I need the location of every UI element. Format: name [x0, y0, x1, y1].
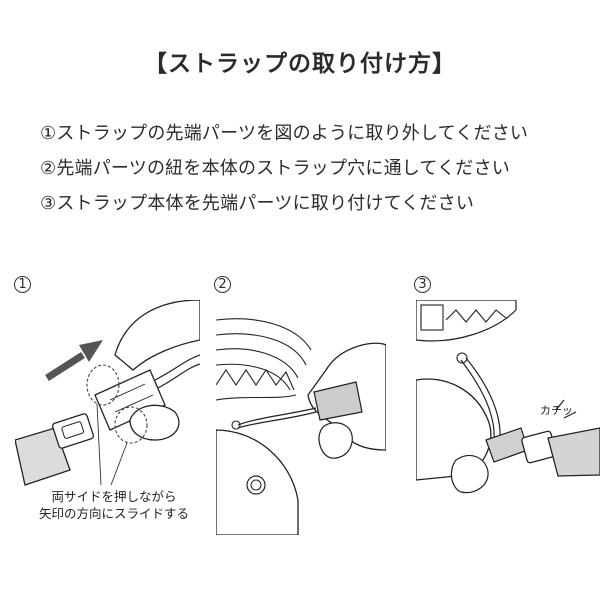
slide-arrow-icon	[45, 340, 103, 381]
finger-top	[114, 300, 200, 371]
figure-1-note-line-1: 両サイドを押しながら	[51, 489, 177, 504]
cord	[237, 407, 317, 426]
click-sound-label: カチッ	[540, 404, 573, 417]
figure-number-1: 1	[14, 276, 31, 293]
figure-1-illustration	[15, 300, 200, 535]
click-mark-icon	[555, 399, 577, 419]
finger-bottom	[129, 404, 180, 441]
page-title: 【ストラップの取り付け方】	[144, 51, 456, 77]
tip-part	[313, 381, 363, 421]
strap-body	[547, 427, 600, 477]
figure-1-note-line-2: 矢印の方向にスライドする	[38, 506, 189, 521]
fan-guard	[216, 318, 312, 401]
figure-2-illustration	[216, 300, 386, 535]
tip-part	[485, 427, 529, 463]
instruction-step-2: ②先端パーツの紐を本体のストラップ穴に通してください	[40, 158, 510, 179]
strap-body	[15, 427, 71, 486]
figure-number-2: 2	[214, 276, 231, 293]
strap-buckle	[51, 413, 95, 449]
instruction-step-1: ①ストラップの先端パーツを図のように取り外してください	[40, 123, 529, 144]
fan-body	[216, 429, 299, 535]
figure-number-3: 3	[414, 276, 431, 293]
figure-1-note: 両サイドを押しながら 矢印の方向にスライドする	[14, 488, 214, 522]
instruction-list: ①ストラップの先端パーツを図のように取り外してください ②先端パーツの紐を本体の…	[40, 116, 580, 221]
press-point-top	[86, 364, 120, 406]
cord	[460, 359, 495, 441]
figure-3-illustration	[416, 300, 600, 535]
press-point-bottom	[114, 406, 148, 444]
instruction-step-3: ③ストラップ本体を先端パーツに取り付けてください	[40, 193, 475, 214]
fan-button	[246, 475, 266, 495]
tip-part	[94, 369, 166, 431]
cord	[154, 354, 200, 381]
